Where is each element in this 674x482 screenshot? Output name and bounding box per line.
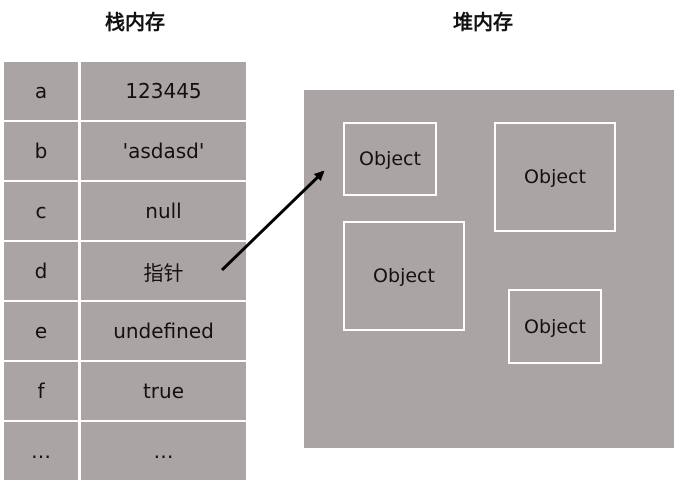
stack-row-c: c null (4, 182, 246, 240)
stack-row-e: e undefined (4, 302, 246, 360)
heap-object: Object (343, 122, 437, 196)
variable-name: f (4, 362, 78, 420)
stack-row-f: f true (4, 362, 246, 420)
heap-memory-title: 堆内存 (453, 10, 513, 34)
stack-table: a 123445 b 'asdasd' c null d 指针 e undefi… (4, 62, 246, 482)
variable-name: e (4, 302, 78, 360)
variable-name: … (4, 422, 78, 480)
variable-name: b (4, 122, 78, 180)
heap-memory-area: Object Object Object Object (304, 90, 674, 448)
stack-row-b: b 'asdasd' (4, 122, 246, 180)
stack-row-d: d 指针 (4, 242, 246, 300)
pointer-value: 指针 (81, 242, 246, 300)
variable-name: a (4, 62, 78, 120)
variable-value: null (81, 182, 246, 240)
stack-row-a: a 123445 (4, 62, 246, 120)
variable-value: true (81, 362, 246, 420)
variable-name: c (4, 182, 78, 240)
variable-value: … (81, 422, 246, 480)
variable-value: 123445 (81, 62, 246, 120)
heap-object: Object (494, 122, 616, 232)
variable-value: 'asdasd' (81, 122, 246, 180)
heap-object: Object (508, 289, 602, 364)
variable-name: d (4, 242, 78, 300)
stack-row-ellipsis: … … (4, 422, 246, 480)
stack-memory-title: 栈内存 (105, 10, 165, 34)
variable-value: undefined (81, 302, 246, 360)
heap-object: Object (343, 221, 465, 331)
